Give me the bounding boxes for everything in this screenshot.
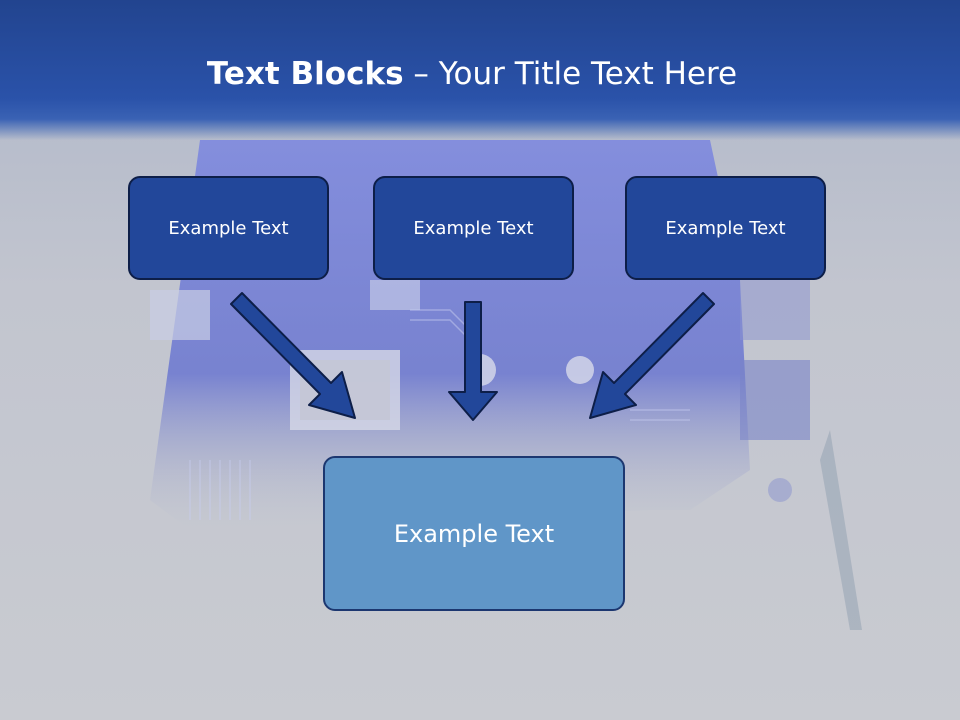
text-block-2: Example Text <box>373 176 574 280</box>
slide-title-bold: Text Blocks <box>206 56 404 92</box>
arrow-right <box>589 292 715 419</box>
text-block-1-label: Example Text <box>168 217 289 239</box>
slide-title: Text Blocks – Your Title Text Here <box>0 56 944 92</box>
title-bar <box>0 0 960 140</box>
text-block-bottom-label: Example Text <box>393 519 555 548</box>
arrow-center <box>448 301 498 421</box>
text-block-3-label: Example Text <box>665 217 786 239</box>
text-block-2-label: Example Text <box>413 217 534 239</box>
text-block-3: Example Text <box>625 176 826 280</box>
text-block-bottom: Example Text <box>323 456 625 611</box>
arrow-left <box>230 292 356 419</box>
text-block-1: Example Text <box>128 176 329 280</box>
slide-title-rest: – Your Title Text Here <box>403 56 738 92</box>
